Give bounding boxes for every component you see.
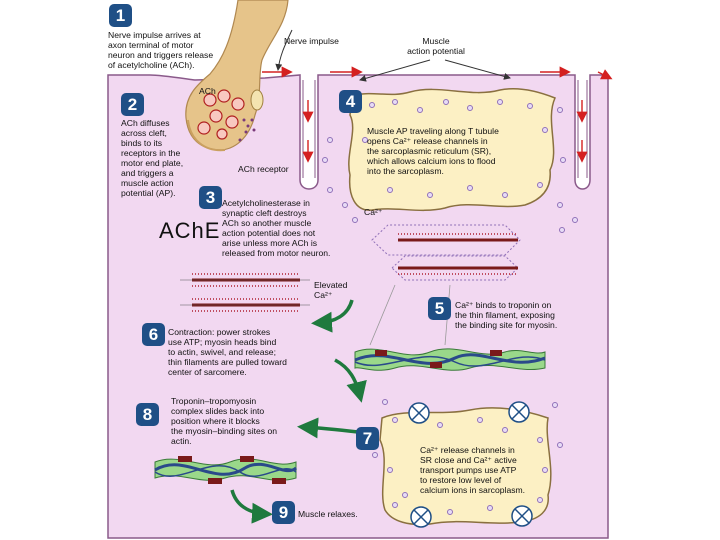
step-4-text: Muscle AP traveling along T tubule opens… [367, 126, 499, 176]
ach-molecules [238, 118, 256, 142]
t-tubule-left [302, 80, 316, 178]
step-9-text: Muscle relaxes. [298, 509, 358, 519]
nerve-impulse-arrow [275, 29, 293, 71]
step-2-text: ACh diffuses across cleft, binds to its … [121, 118, 184, 198]
ach-receptor-label: ACh receptor [238, 164, 289, 174]
ach-label: ACh [199, 86, 216, 96]
thin-filament-step5 [354, 348, 546, 371]
step-badge: 4 [339, 90, 362, 113]
action-potential-pointer-right [444, 59, 511, 80]
nerve-impulse-label: Nerve impulse [284, 36, 339, 46]
t-tubule-right [577, 80, 588, 178]
muscle-action-potential-label: Muscle action potential [407, 36, 465, 56]
sarcoplasmic-reticulum-relaxing [379, 407, 552, 526]
step-7-text: Ca²⁺ release channels in SR close and Ca… [420, 445, 526, 495]
step-badge: 9 [272, 501, 295, 524]
step-badge: 3 [199, 186, 222, 209]
sarcomere-step6 [180, 273, 310, 312]
elevated-calcium-label: Elevated Ca²⁺ [314, 280, 348, 300]
calcium-ion-icon [322, 99, 578, 515]
step-badge: 6 [142, 323, 165, 346]
action-potential-pointer-left [359, 59, 431, 82]
step-3-text: Acetylcholinesterase in synaptic cleft d… [222, 198, 331, 258]
calcium-label: Ca²⁺ [364, 207, 383, 217]
step-5-text: Ca²⁺ binds to troponin on the thin filam… [455, 300, 558, 330]
axon-membrane [187, 119, 226, 152]
step-badge: 5 [428, 297, 451, 320]
thin-filament-step8 [154, 456, 298, 484]
pump-icon [408, 401, 533, 528]
step-badge: 7 [356, 427, 379, 450]
step-badge: 1 [109, 4, 132, 27]
step-badge: 8 [136, 403, 159, 426]
synaptic-vesicles [197, 89, 245, 140]
step-6-text: Contraction: power strokes use ATP; myos… [168, 327, 287, 377]
flow-arrows [230, 299, 367, 524]
ache-label: AChE [159, 218, 221, 243]
step-8-text: Troponin–tropomyosin complex slides back… [171, 396, 278, 446]
mitochondrion [250, 89, 264, 111]
sarcomere-step5 [369, 224, 521, 346]
step-badge: 2 [121, 93, 144, 116]
step-1-text: Nerve impulse arrives at axon terminal o… [108, 30, 214, 70]
sarcoplasmic-reticulum [348, 87, 557, 212]
action-potential-arrows [262, 66, 613, 163]
